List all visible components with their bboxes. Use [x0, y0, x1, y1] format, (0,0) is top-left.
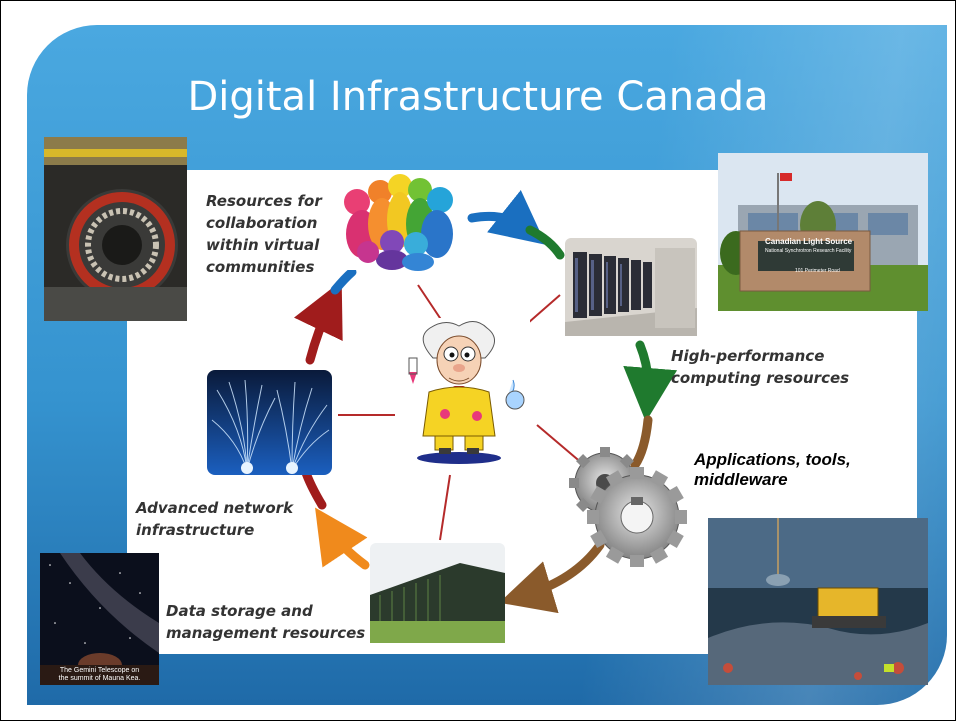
arrow-segment-red-bottom	[300, 465, 327, 510]
light-source-photo	[718, 153, 928, 311]
colorful-people-icon	[332, 172, 466, 271]
sign-title: Canadian Light Source	[765, 237, 853, 246]
label-hpc: High-performance computing resources	[671, 345, 849, 389]
arrow-apps-to-storage	[499, 540, 605, 614]
particle-detector-photo	[44, 137, 187, 321]
label-storage-line-1: Data storage and	[166, 602, 313, 620]
telescope-caption-line-2: the summit of Mauna Kea.	[58, 675, 141, 682]
arrow-segment-brown	[630, 415, 653, 470]
label-collaboration-line-3: within virtual	[206, 236, 320, 254]
server-room-icon	[565, 238, 697, 336]
arrow-segment-blue-left	[330, 267, 357, 295]
data-center-building-icon	[370, 543, 505, 643]
cycle-arrows	[293, 190, 678, 614]
label-collaboration-line-1: Resources for	[206, 192, 322, 210]
telescope-caption-line-1: The Gemini Telescope on	[59, 667, 140, 674]
arrow-hpc-to-apps	[623, 340, 678, 422]
label-applications: Applications, tools, middleware	[694, 450, 851, 490]
label-collaboration-line-4: communities	[206, 258, 315, 276]
underwater-observatory-photo	[708, 518, 928, 685]
label-collaboration: Resources for collaboration within virtu…	[206, 190, 322, 278]
arrow-storage-to-network	[315, 507, 370, 570]
label-storage: Data storage and management resources	[166, 600, 365, 644]
sign-subtitle: National Synchrotron Research Facility	[765, 248, 852, 254]
telescope-photo	[40, 553, 159, 685]
label-network: Advanced network infrastructure	[136, 497, 293, 541]
telescope-caption: The Gemini Telescope on the summit of Ma…	[40, 667, 159, 717]
spoke-bottom	[439, 474, 451, 541]
arrow-segment-green-top	[525, 225, 565, 260]
gears-icon	[569, 447, 687, 567]
label-network-line-2: infrastructure	[136, 521, 255, 539]
arrow-network-to-collab	[293, 280, 343, 365]
label-collaboration-line-2: collaboration	[206, 214, 318, 232]
label-hpc-line-2: computing resources	[671, 369, 850, 387]
sign-address: 101 Perimeter Road	[795, 268, 840, 274]
scientist-cartoon-icon	[395, 318, 530, 468]
label-storage-line-2: management resources	[166, 624, 366, 642]
fiber-optic-icon	[207, 370, 332, 475]
label-applications-line-1: Applications, tools,	[694, 450, 851, 469]
label-network-line-1: Advanced network	[136, 499, 294, 517]
label-applications-line-2: middleware	[694, 470, 788, 489]
arrow-collab-to-hpc	[467, 190, 547, 245]
slide-title: Digital Infrastructure Canada	[187, 74, 769, 120]
label-hpc-line-1: High-performance	[671, 347, 825, 365]
